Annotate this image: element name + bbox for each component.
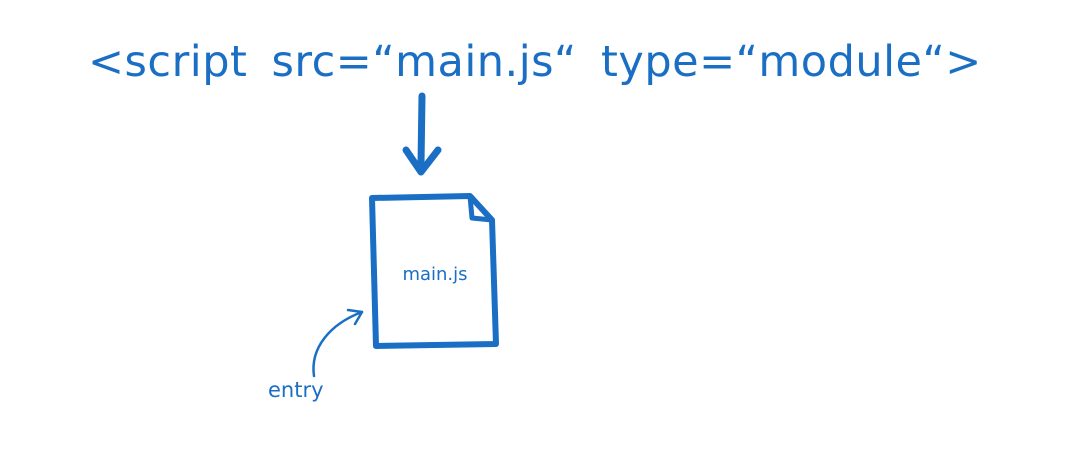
script-tag-text: <script src=“main.js“ type=“module“>	[88, 37, 982, 87]
entry-label: entry	[268, 378, 324, 402]
arrow-down-icon	[402, 92, 442, 176]
file-icon	[369, 193, 499, 349]
file-name-label: main.js	[402, 264, 468, 285]
curved-arrow-icon	[312, 308, 364, 378]
